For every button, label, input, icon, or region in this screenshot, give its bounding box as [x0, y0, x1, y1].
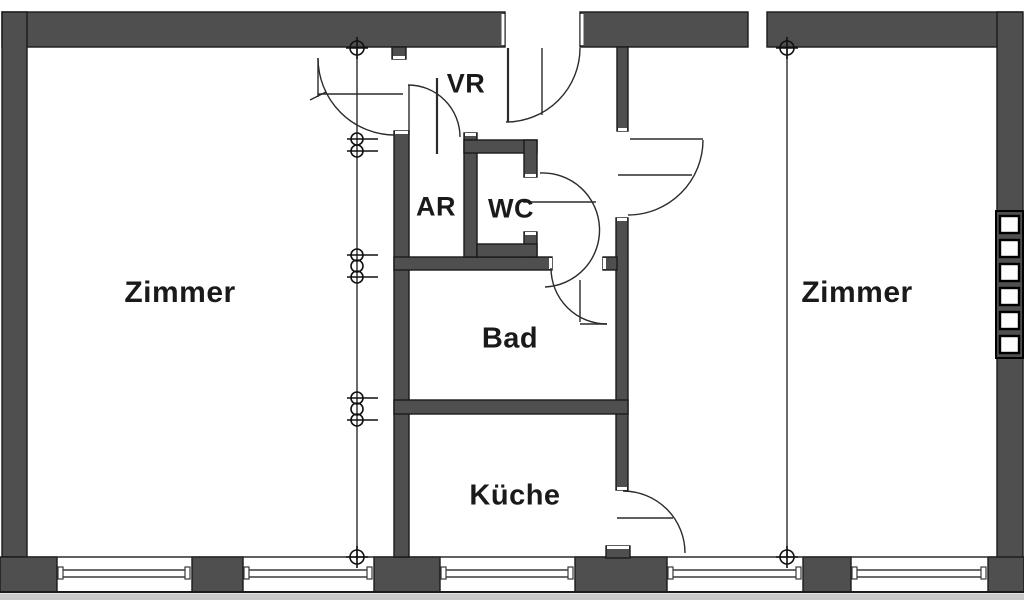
ar-door	[407, 78, 461, 154]
stacked-marker	[347, 391, 378, 427]
entrance-door	[505, 47, 581, 123]
stacked-marker	[347, 248, 378, 284]
window-opening	[851, 566, 987, 580]
stacked-marker	[347, 132, 378, 158]
survey-marker	[776, 37, 798, 59]
room-label-zimmer-left: Zimmer	[124, 276, 236, 309]
window-opening	[667, 566, 802, 580]
wc-door	[523, 172, 601, 288]
bad-door	[550, 267, 608, 325]
interior-walls	[391, 46, 631, 559]
reference-lines	[346, 37, 798, 568]
doors	[309, 47, 704, 554]
vr-double-swing-door	[309, 57, 403, 136]
survey-marker	[346, 546, 368, 568]
window-opening	[440, 566, 574, 580]
room-label-kueche: Küche	[469, 479, 561, 512]
window-opening	[57, 566, 191, 580]
room-label-bad: Bad	[481, 322, 539, 355]
kueche-door	[617, 490, 686, 554]
survey-marker	[776, 546, 798, 568]
room-label-wc: WC	[488, 193, 534, 224]
room-label-zimmer-right: Zimmer	[801, 276, 913, 309]
room-label-vr: VR	[446, 68, 486, 99]
radiator-symbol	[995, 210, 1024, 359]
outer-walls	[0, 11, 1024, 600]
survey-marker	[346, 37, 368, 59]
window-opening	[243, 566, 373, 580]
windows	[57, 566, 987, 580]
corridor-door	[618, 138, 704, 216]
room-label-ar: AR	[416, 191, 456, 222]
